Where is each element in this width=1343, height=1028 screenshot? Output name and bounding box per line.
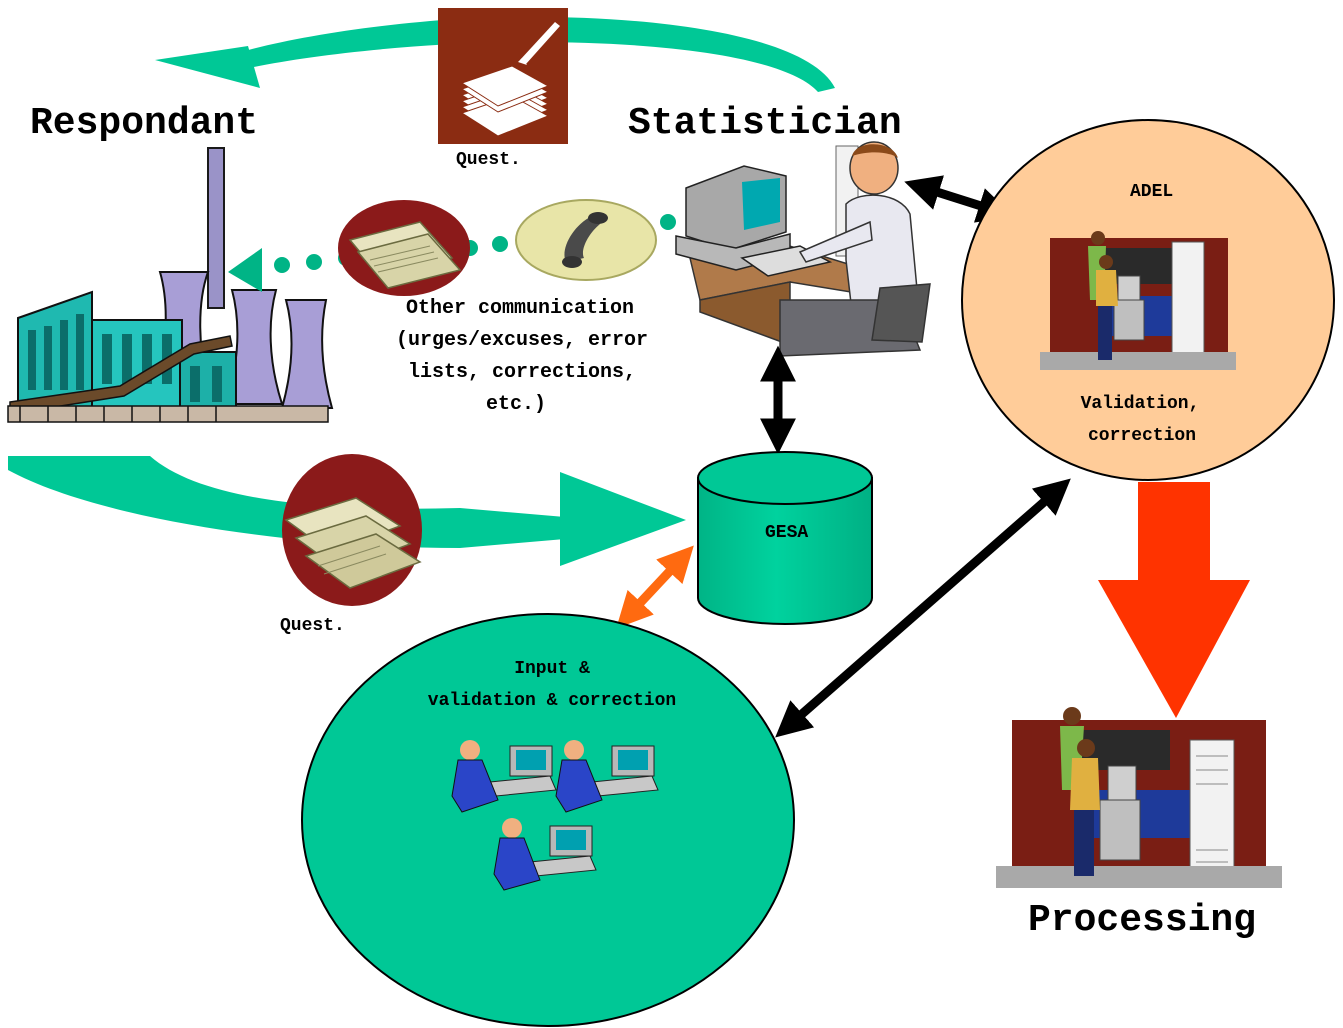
processing-title: Processing <box>1028 899 1256 942</box>
adel-caption-1: Validation, <box>1081 394 1200 414</box>
gesa-database-cylinder: GESA <box>697 451 873 625</box>
processing-workstation-icon <box>996 707 1282 888</box>
other-comm-line-2: (urges/excuses, error <box>396 329 648 352</box>
operator-at-terminal-icon <box>1088 231 1118 360</box>
adel-node: ADEL Validation, correction <box>961 119 1335 481</box>
respondant-title: Respondant <box>30 102 258 145</box>
communication-dots <box>228 194 750 292</box>
other-comm-line-1: Other communication <box>406 297 634 320</box>
questionnaire-stack-icon <box>438 8 568 144</box>
arrow-gesa-input <box>616 545 694 629</box>
gesa-label: GESA <box>765 523 808 543</box>
input-validation-node: Input & validation & correction <box>301 613 795 1027</box>
other-communication-caption: Other communication (urges/excuses, erro… <box>396 297 648 416</box>
telephone-icon <box>515 199 657 281</box>
input-caption-1: Input & <box>514 659 590 679</box>
quest-bottom-label: Quest. <box>280 616 345 636</box>
bottom-flow-arrow <box>8 456 686 566</box>
data-entry-operator-icon-3 <box>493 818 597 891</box>
input-caption-2: validation & correction <box>428 691 676 711</box>
top-return-arrow <box>155 16 835 92</box>
factory-icon <box>7 147 334 423</box>
statistician-at-computer-icon <box>675 141 931 357</box>
data-entry-operator-icon-2 <box>555 740 659 813</box>
document-bundle-icon-lower <box>282 454 422 606</box>
document-bundle-icon <box>338 200 470 296</box>
data-entry-operator-icon-1 <box>451 740 557 813</box>
processing-flow-arrow <box>1098 482 1250 718</box>
other-comm-line-4: etc.) <box>486 393 546 416</box>
arrow-statistician-adel <box>904 175 1014 223</box>
arrow-adel-input <box>775 478 1071 738</box>
adel-label: ADEL <box>1130 182 1173 202</box>
workstation-icon <box>1040 238 1236 370</box>
other-comm-line-3: lists, corrections, <box>408 361 636 384</box>
arrowhead-to-factory <box>228 248 262 292</box>
quest-top-label: Quest. <box>456 150 521 170</box>
statistician-title: Statistician <box>628 102 902 145</box>
adel-caption-2: correction <box>1088 426 1196 446</box>
